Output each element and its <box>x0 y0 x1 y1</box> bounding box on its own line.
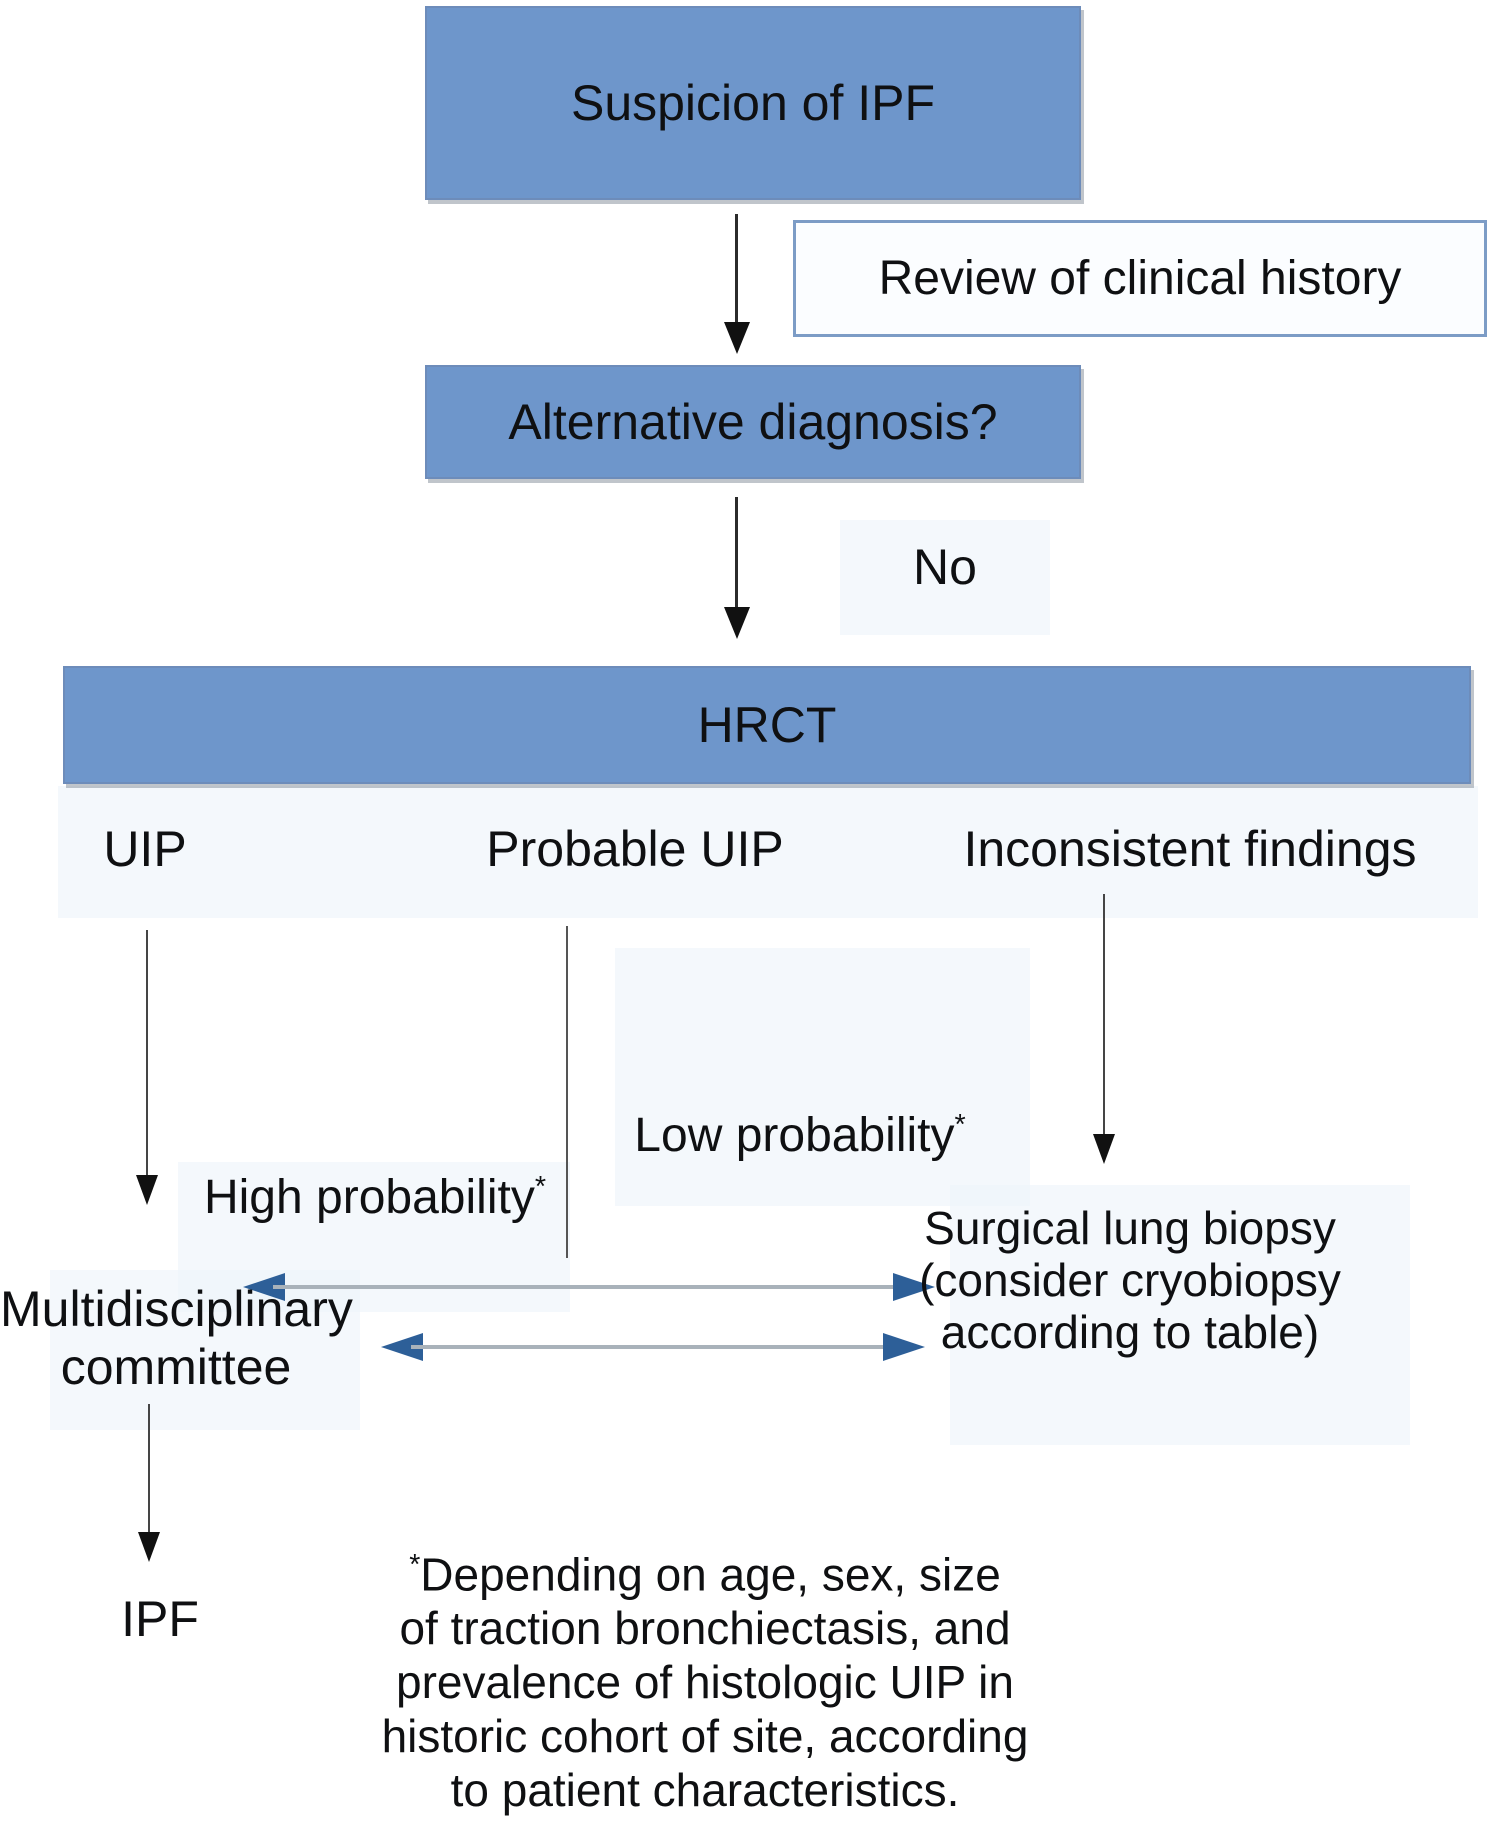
arrow-down-icon <box>136 1175 158 1205</box>
hrct-result-uip-label: UIP <box>103 821 187 877</box>
low-probability-label: Low probability* <box>634 1109 966 1162</box>
footnote-text: *Depending on age, sex, size of traction… <box>280 1538 1130 1817</box>
review-label: Review of clinical history <box>878 252 1402 305</box>
arrow-right-icon <box>883 1333 925 1361</box>
tint-panel-committee <box>50 1270 360 1430</box>
alternative-label: Alternative diagnosis? <box>508 394 998 450</box>
arrow-down-icon <box>724 607 750 639</box>
node-suspicion-of-ipf: Suspicion of IPF <box>425 6 1081 200</box>
asterisk-sup: * <box>954 1109 966 1141</box>
hrct-result-inconsistent-findings-label: Inconsistent findings <box>963 821 1417 877</box>
tint-panel-low-probability <box>615 948 1030 1206</box>
node-alternative-diagnosis: Alternative diagnosis? <box>425 365 1081 479</box>
node-review-clinical-history: Review of clinical history <box>793 220 1487 337</box>
asterisk-sup: * <box>409 1549 421 1581</box>
tint-panel-biopsy <box>950 1185 1410 1445</box>
hrct-label: HRCT <box>697 697 837 753</box>
arrow-down-icon <box>138 1532 160 1562</box>
arrow-line <box>411 1345 895 1349</box>
arrow-suspicion-to-alternative-line <box>735 214 738 324</box>
ipf-result-label: IPF <box>121 1591 199 1647</box>
high-probability-label: High probability* <box>203 1171 547 1224</box>
suspicion-label: Suspicion of IPF <box>570 75 936 131</box>
arrow-right-icon <box>893 1273 935 1301</box>
asterisk-sup: * <box>534 1171 547 1203</box>
surgical-lung-biopsy-label: Surgical lung biopsy (consider cryobiops… <box>919 1202 1341 1358</box>
footnote-line: *Depending on age, sex, size <box>409 1548 1001 1601</box>
arrow-line <box>273 1285 905 1289</box>
node-hrct: HRCT <box>63 666 1471 784</box>
footnote-line: historic cohort of site, according <box>381 1710 1029 1763</box>
double-arrow-probable-branches <box>243 1272 935 1302</box>
connector-uip-down-line <box>146 930 148 1175</box>
footnote-line: prevalence of histologic UIP in <box>396 1656 1014 1709</box>
connector-probable-uip-down-line <box>566 926 568 1258</box>
arrow-committee-to-ipf-line <box>148 1404 150 1532</box>
arrow-down-icon <box>724 322 750 354</box>
no-branch-label: No <box>913 539 977 595</box>
connector-inconsistent-down-line <box>1103 894 1105 1134</box>
footnote-line: to patient characteristics. <box>450 1764 960 1817</box>
footnote-line: of traction bronchiectasis, and <box>399 1602 1011 1655</box>
arrow-down-icon <box>1093 1134 1115 1164</box>
tint-panel-results-row <box>58 786 1478 918</box>
tint-panel-no <box>840 520 1050 635</box>
hrct-result-probable-uip-label: Probable UIP <box>486 821 784 877</box>
arrow-alternative-to-hrct-line <box>735 497 738 607</box>
double-arrow-committee-biopsy <box>381 1332 925 1362</box>
multidisciplinary-committee-label: Multidisciplinary committee <box>0 1281 353 1395</box>
